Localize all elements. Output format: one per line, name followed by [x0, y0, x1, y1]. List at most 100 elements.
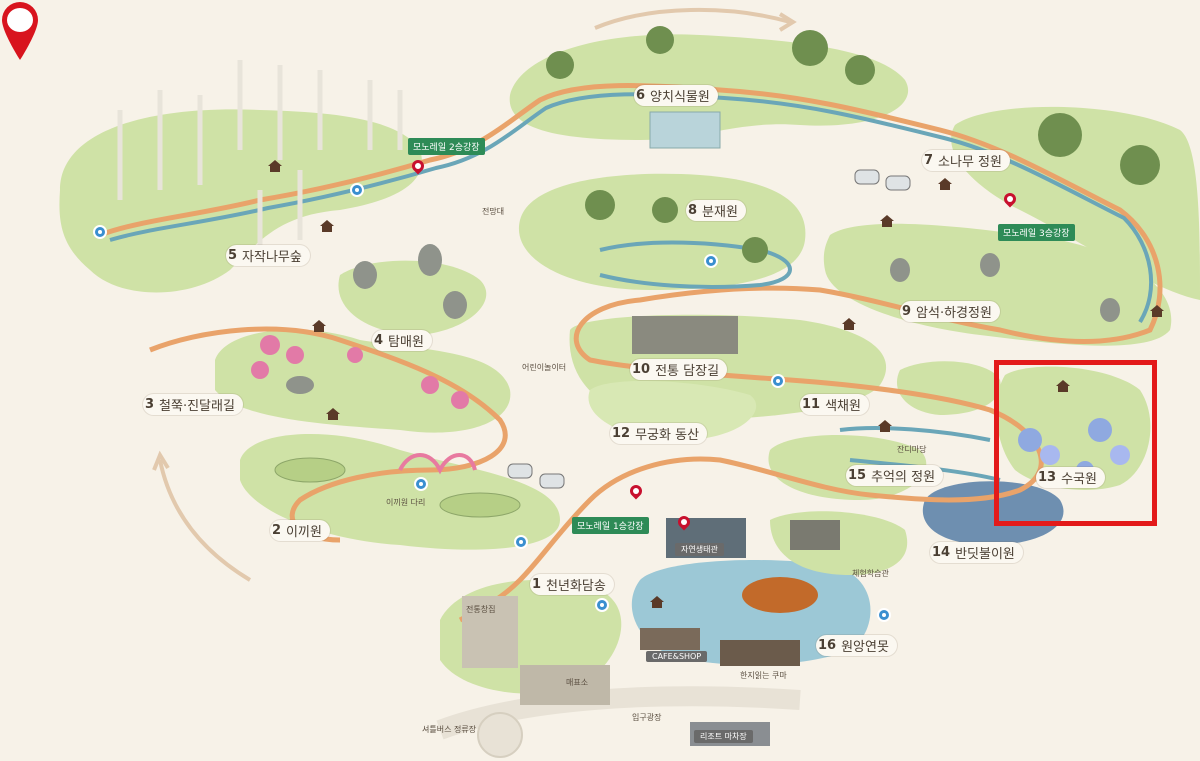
color-garden-area [896, 361, 1001, 415]
garden-name: 추억의 정원 [871, 470, 936, 485]
info-point-icon[interactable] [414, 477, 428, 491]
monorail-car [854, 169, 880, 185]
garden-label-6[interactable]: 6 양치식물원 [634, 85, 718, 106]
info-point-icon[interactable] [350, 183, 364, 197]
kids-playground-label: 어린이놀이터 [522, 363, 567, 372]
bridge-label: 이끼원 다리 [386, 498, 426, 507]
info-point-icon[interactable] [877, 608, 891, 622]
garden-label-8[interactable]: 8 분재원 [686, 200, 746, 221]
bonsai-garden-area [518, 173, 806, 290]
walking-path-orange [99, 83, 1163, 623]
ticket-office-label: 매표소 [566, 678, 589, 687]
garden-number: 3 [145, 397, 155, 412]
direction-arrow-left [158, 459, 252, 582]
gift-shop-label: 한지읽는 쿠마 [740, 671, 787, 680]
info-point-icon[interactable] [93, 225, 107, 239]
garden-number: 12 [612, 426, 631, 441]
rest-house-icon [326, 408, 340, 420]
garden-name: 천년화담송 [546, 579, 606, 594]
garden-name: 암석·하경정원 [916, 306, 992, 321]
garden-name: 전통 담장길 [655, 364, 720, 379]
workshop-label: 전통창집 [466, 605, 496, 614]
garden-number: 13 [1038, 470, 1057, 485]
resort-parking-label: 리조트 마차장 [694, 730, 753, 743]
garden-label-10[interactable]: 10 전통 담장길 [630, 359, 728, 380]
garden-label-7[interactable]: 7 소나무 정원 [922, 150, 1010, 171]
garden-number: 7 [924, 153, 934, 168]
cafe-building [640, 628, 700, 650]
rest-house-icon [842, 318, 856, 330]
walking-path-bonsai [599, 240, 792, 289]
azalea-area [215, 329, 511, 433]
garden-name: 철쭉·진달래길 [159, 399, 235, 414]
garden-label-1[interactable]: 1 천년화담송 [530, 574, 614, 595]
ticket-building [462, 596, 518, 668]
birch-forest-area [59, 109, 422, 293]
pavilion [720, 640, 800, 666]
garden-label-16[interactable]: 16 원앙연못 [816, 635, 897, 656]
garden-number: 5 [228, 248, 238, 263]
heart-bridge [398, 453, 477, 475]
roundabout [477, 712, 523, 758]
garden-label-13[interactable]: 13 수국원 [1036, 467, 1105, 488]
mandarin-duck [742, 577, 818, 613]
greenhouse [649, 111, 721, 149]
grass-field-label: 잔디마당 [897, 445, 927, 454]
garden-name: 양치식물원 [650, 90, 710, 105]
entrance-plaza-label: 입구광장 [632, 713, 662, 722]
moss-circle [274, 457, 346, 483]
garden-name: 수국원 [1061, 472, 1097, 487]
garden-name: 자작나무숲 [242, 250, 302, 265]
monorail-car-4 [539, 473, 565, 489]
garden-name: 원앙연못 [841, 640, 889, 655]
garden-number: 8 [688, 203, 698, 218]
rest-house-icon [320, 220, 334, 232]
garden-number: 1 [532, 577, 542, 592]
rest-house-icon [1150, 305, 1164, 317]
garden-label-9[interactable]: 9 암석·하경정원 [900, 301, 1000, 322]
observatory-label: 전망대 [482, 207, 505, 216]
walking-path-lower [149, 326, 508, 543]
moss-circle-2 [439, 492, 521, 518]
ticket-office [520, 665, 610, 705]
info-point-icon[interactable] [514, 535, 528, 549]
garden-number: 15 [848, 468, 867, 483]
monorail-station-1-label: 모노레일 1승강장 [572, 517, 649, 534]
garden-name: 색채원 [825, 399, 861, 414]
rest-house-icon [268, 160, 282, 172]
garden-name: 반딧불이원 [955, 547, 1015, 562]
garden-label-5[interactable]: 5 자작나무숲 [226, 245, 310, 266]
rest-house-icon [650, 596, 664, 608]
garden-number: 9 [902, 304, 912, 319]
garden-label-2[interactable]: 2 이끼원 [270, 520, 330, 541]
rest-house-icon [938, 178, 952, 190]
garden-name: 이끼원 [286, 525, 322, 540]
garden-number: 2 [272, 523, 282, 538]
garden-number: 16 [818, 638, 837, 653]
info-point-icon[interactable] [595, 598, 609, 612]
monorail-car-2 [885, 175, 911, 191]
monorail-station-2-label: 모노레일 2승강장 [408, 138, 485, 155]
garden-label-15[interactable]: 15 추억의 정원 [846, 465, 944, 486]
experience-building [790, 520, 840, 550]
garden-label-3[interactable]: 3 철쭉·진달래길 [143, 394, 243, 415]
nature-center-label: 자연생태관 [675, 543, 724, 556]
garden-number: 14 [932, 545, 951, 560]
bus-stop-label: 셔틀버스 정류장 [422, 725, 477, 734]
garden-name: 무궁화 동산 [635, 428, 700, 443]
garden-name: 분재원 [702, 205, 738, 220]
rest-house-icon [880, 215, 894, 227]
garden-number: 10 [632, 362, 651, 377]
info-point-icon[interactable] [704, 254, 718, 268]
garden-number: 6 [636, 88, 646, 103]
info-point-icon[interactable] [771, 374, 785, 388]
garden-label-12[interactable]: 12 무궁화 동산 [610, 423, 708, 444]
experience-center-label: 체험학습관 [852, 569, 889, 578]
garden-label-14[interactable]: 14 반딧불이원 [930, 542, 1023, 563]
garden-name: 소나무 정원 [938, 155, 1002, 170]
location-pin-icon[interactable] [0, 0, 40, 62]
rest-house-icon [312, 320, 326, 332]
